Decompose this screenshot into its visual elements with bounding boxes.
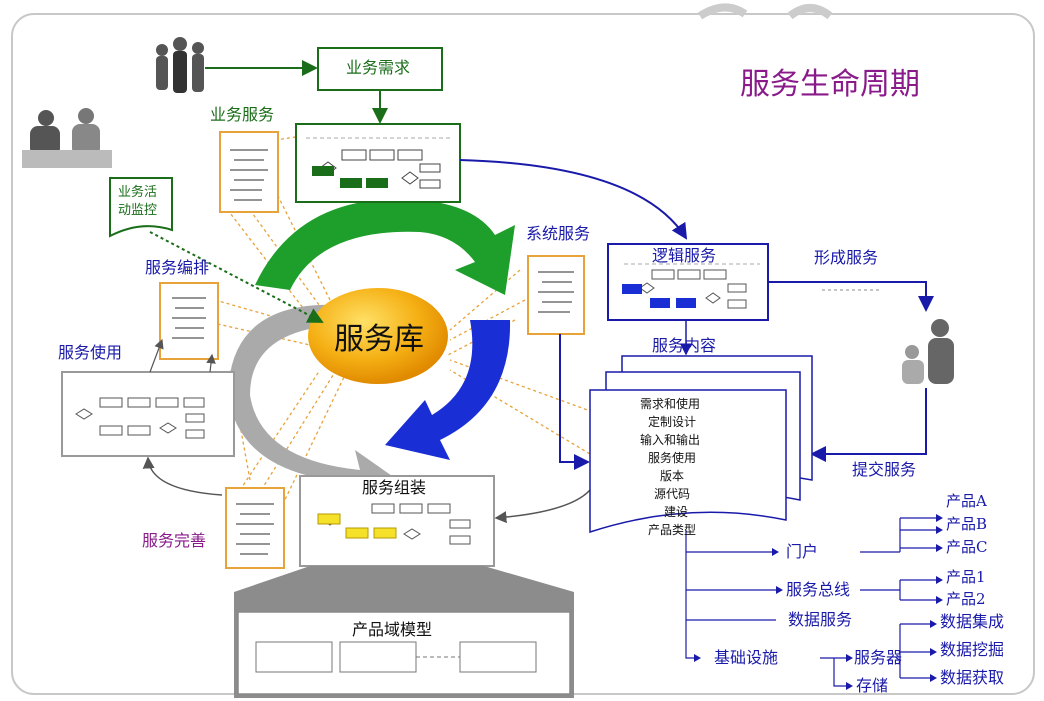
tree-lines — [685, 517, 936, 687]
orchestration-label: 服务编排 — [145, 258, 210, 277]
content-item: 定制设计 — [648, 415, 697, 429]
content-item: 产品类型 — [648, 523, 697, 537]
service-repository-core — [308, 288, 448, 384]
content-item: 建设 — [664, 505, 689, 519]
bus-label: 服务总线 — [786, 580, 851, 599]
activity-monitor-label-2: 动监控 — [118, 203, 158, 218]
gray-cycle-arrow — [228, 304, 395, 502]
portal-label: 门户 — [786, 542, 819, 561]
green-cycle-arrow — [255, 199, 515, 295]
blue-cycle-arrow — [385, 320, 511, 460]
logic-service-label: 逻辑服务 — [652, 246, 717, 265]
business-service-doc — [219, 131, 279, 213]
activity-monitor-doc — [109, 177, 173, 238]
content-item: 源代码 — [654, 487, 691, 501]
product-a-label: 产品A — [946, 492, 987, 510]
usage-flow-box — [61, 371, 235, 457]
data-service-label: 数据服务 — [788, 610, 853, 629]
submit-label: 提交服务 — [852, 460, 917, 479]
content-item: 版本 — [660, 469, 685, 483]
improvement-doc — [225, 487, 285, 569]
server-label: 服务器 — [854, 648, 903, 667]
system-service-label: 系统服务 — [526, 224, 591, 243]
orchestration-doc — [159, 282, 219, 360]
person-right-icon — [902, 319, 954, 384]
content-doc-stack — [589, 389, 787, 534]
business-need-label: 业务需求 — [346, 58, 411, 77]
activity-monitor-label-1: 业务活 — [118, 185, 158, 200]
content-item: 输入和输出 — [640, 433, 701, 447]
content-label: 服务内容 — [652, 336, 717, 355]
assembly-label: 服务组装 — [362, 478, 427, 497]
storage-label: 存储 — [856, 676, 889, 695]
infra-label: 基础设施 — [714, 648, 779, 667]
data-integration-label: 数据集成 — [940, 612, 1005, 631]
business-flow-box — [295, 123, 461, 203]
content-item: 服务使用 — [648, 451, 697, 465]
service-repository-label: 服务库 — [334, 322, 424, 357]
product-1-label: 产品1 — [946, 568, 986, 586]
system-service-doc — [527, 255, 585, 335]
usage-label: 服务使用 — [58, 343, 123, 362]
diagram-title: 服务生命周期 — [740, 67, 920, 102]
data-mining-label: 数据挖掘 — [940, 640, 1005, 659]
product-b-label: 产品B — [946, 515, 988, 533]
people-top-icon — [156, 37, 204, 93]
domain-model-label: 产品域模型 — [352, 620, 433, 639]
business-service-label: 业务服务 — [210, 105, 275, 124]
data-acquisition-label: 数据获取 — [940, 668, 1005, 687]
form-service-label: 形成服务 — [814, 248, 879, 267]
improvement-label: 服务完善 — [142, 531, 207, 550]
product-2-label: 产品2 — [946, 590, 986, 608]
product-c-label: 产品C — [946, 538, 988, 556]
deco-top — [697, 3, 748, 20]
people-meeting-icon — [22, 108, 112, 168]
content-item: 需求和使用 — [640, 397, 701, 411]
